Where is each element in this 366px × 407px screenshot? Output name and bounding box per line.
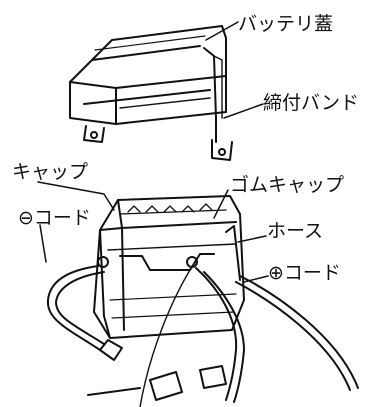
tightening-band-label: 締付バンド — [263, 92, 359, 114]
minus-cord-label: ⊖コード — [18, 207, 91, 229]
cables-drawing — [46, 265, 359, 407]
battery-body-drawing — [93, 195, 245, 339]
leader-lines — [37, 21, 269, 283]
hose-label: ホース — [267, 220, 324, 242]
rubber-cap-label: ゴムキャップ — [230, 174, 345, 196]
cap-label: キャップ — [12, 161, 89, 183]
plus-cord-label: ⊕コード — [268, 262, 341, 284]
battery-cover-label: バッテリ蓋 — [238, 13, 334, 35]
battery-cover-drawing — [69, 25, 233, 161]
